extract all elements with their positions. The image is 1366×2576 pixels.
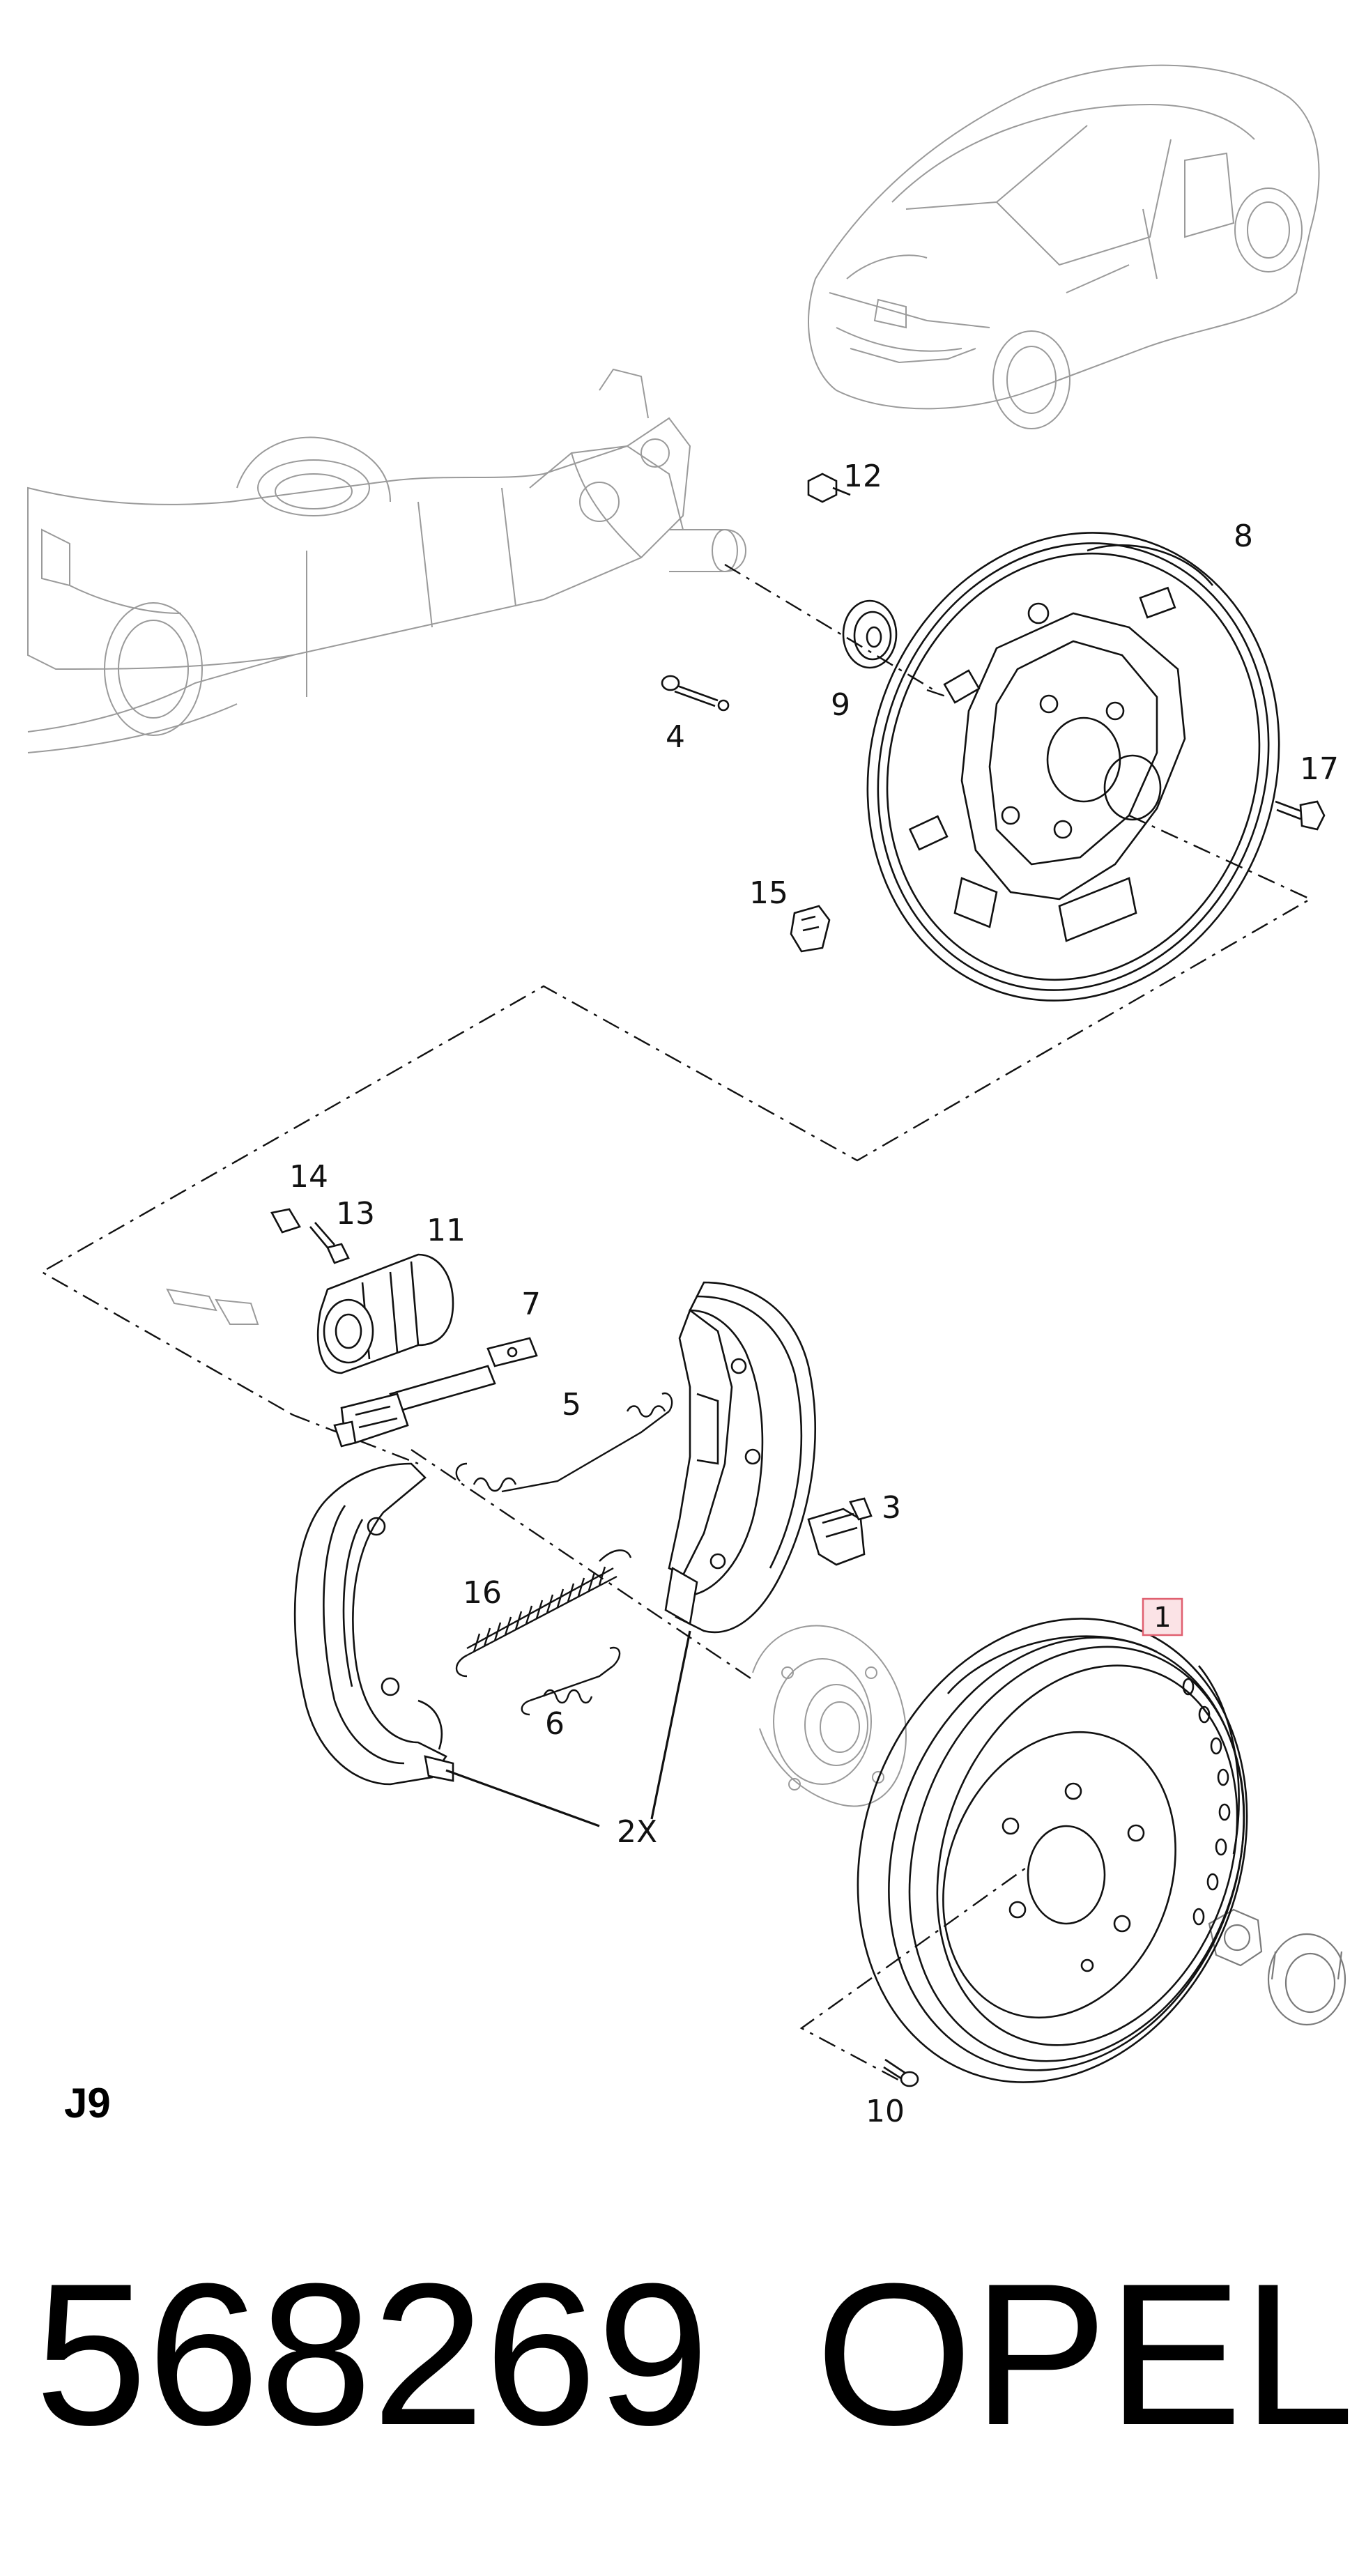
brake-shoe-right	[664, 1281, 816, 1634]
clip-part-3	[807, 1497, 873, 1566]
callout-7: 7	[521, 1287, 541, 1322]
callout-9: 9	[831, 687, 850, 723]
callout-17: 17	[1300, 751, 1339, 787]
callout-2x: 2X	[617, 1814, 657, 1850]
callout-1: 1	[1142, 1597, 1183, 1636]
callout-12: 12	[843, 459, 882, 494]
group-code: J9	[64, 2080, 111, 2126]
spring-part-5	[455, 1392, 673, 1493]
callout-8: 8	[1234, 519, 1253, 554]
spring-part-6	[521, 1646, 621, 1716]
wheel-hub	[752, 1625, 907, 1807]
callout-15: 15	[749, 875, 788, 911]
screw-part-10	[883, 2058, 919, 2087]
callout-16: 16	[463, 1575, 502, 1611]
seal-ring-part-9	[842, 599, 898, 669]
callout-11: 11	[427, 1213, 466, 1248]
callout-3: 3	[882, 1490, 901, 1526]
spring-part-16	[455, 1549, 632, 1678]
vehicle-illustration	[808, 64, 1320, 429]
clip-part-15	[790, 905, 831, 953]
part-number: 568269	[35, 2241, 709, 2467]
brake-backing-plate	[866, 532, 1280, 1002]
brake-drum	[857, 1618, 1248, 2083]
wheel-cylinder-group	[166, 1208, 538, 1448]
callout-1-text: 1	[1153, 1602, 1171, 1634]
callout-10: 10	[866, 2094, 905, 2129]
bolt-part-17	[1275, 800, 1326, 831]
leader-lines-2x	[445, 1630, 691, 1827]
hub-nut-and-cap	[1208, 1908, 1346, 2026]
callout-6: 6	[545, 1706, 565, 1742]
rear-axle-beam	[27, 368, 747, 753]
callout-13: 13	[336, 1196, 375, 1232]
callout-4: 4	[666, 719, 685, 755]
callout-5: 5	[562, 1387, 581, 1423]
pin-part-4	[661, 675, 730, 712]
assembly-guide-lines	[40, 563, 1312, 2085]
brake-shoe-left	[293, 1462, 454, 1786]
brand-name: OPEL	[815, 2241, 1355, 2467]
bolt-part-12	[807, 473, 851, 503]
callout-labels: 1 2X 3 4 5 6 7 8 9 10 11 12 13 14 15 16 …	[289, 459, 1339, 2129]
callout-14: 14	[289, 1159, 328, 1195]
